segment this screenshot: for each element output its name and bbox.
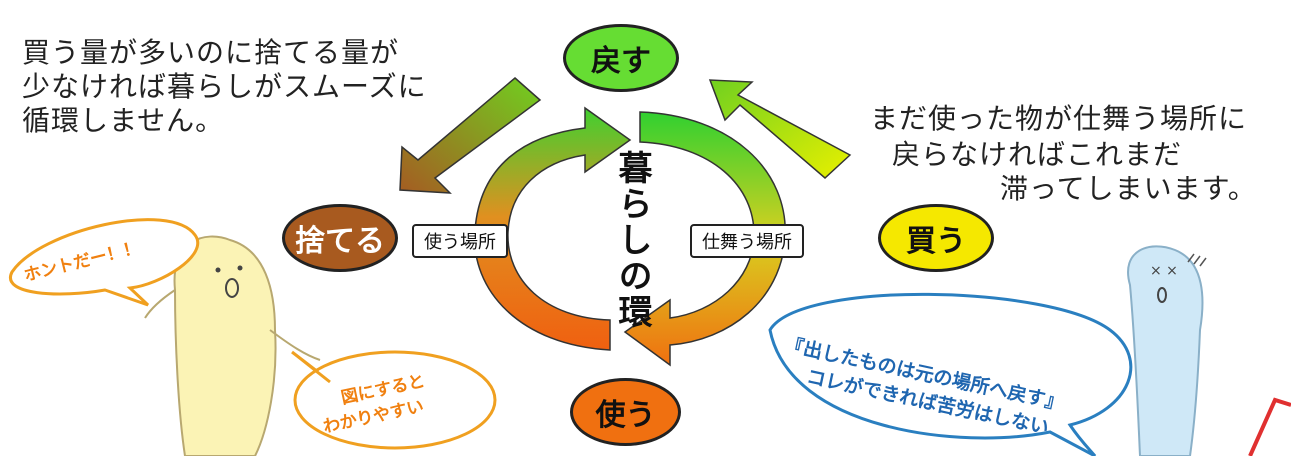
left-note: 買う量が多いのに捨てる量が 少なければ暮らしがスムーズに 循環しません。 bbox=[22, 36, 427, 137]
node-discard: 捨てる bbox=[282, 204, 398, 272]
speech-bubble-dashita bbox=[768, 292, 1133, 456]
arrow-to-discard bbox=[399, 77, 542, 194]
label-use-place: 使う場所 bbox=[412, 224, 508, 258]
speech-bubble-hontoda bbox=[8, 218, 200, 307]
node-use: 使う bbox=[570, 378, 681, 446]
blue-character: × × bbox=[1127, 245, 1207, 456]
yellow-character bbox=[144, 235, 321, 456]
corner-decoration bbox=[1248, 397, 1291, 456]
node-buy: 買う bbox=[878, 204, 994, 272]
speech-bubble-zu bbox=[291, 350, 497, 450]
arrow-from-buy bbox=[708, 79, 852, 180]
right-note-line3: 滞ってしまいます。 bbox=[1000, 172, 1257, 205]
node-return: 戻す bbox=[563, 24, 679, 92]
cycle-right-arrow bbox=[623, 111, 786, 367]
right-note-line1: まだ使った物が仕舞う場所に bbox=[870, 102, 1248, 135]
cycle-left-arrow bbox=[473, 106, 632, 351]
label-storage-place: 仕舞う場所 bbox=[690, 224, 804, 258]
center-title: 暮らしの環 bbox=[612, 150, 652, 330]
svg-text:× ×: × × bbox=[1150, 263, 1178, 279]
right-note-line2: 戻らなければこれまだ bbox=[892, 138, 1183, 171]
